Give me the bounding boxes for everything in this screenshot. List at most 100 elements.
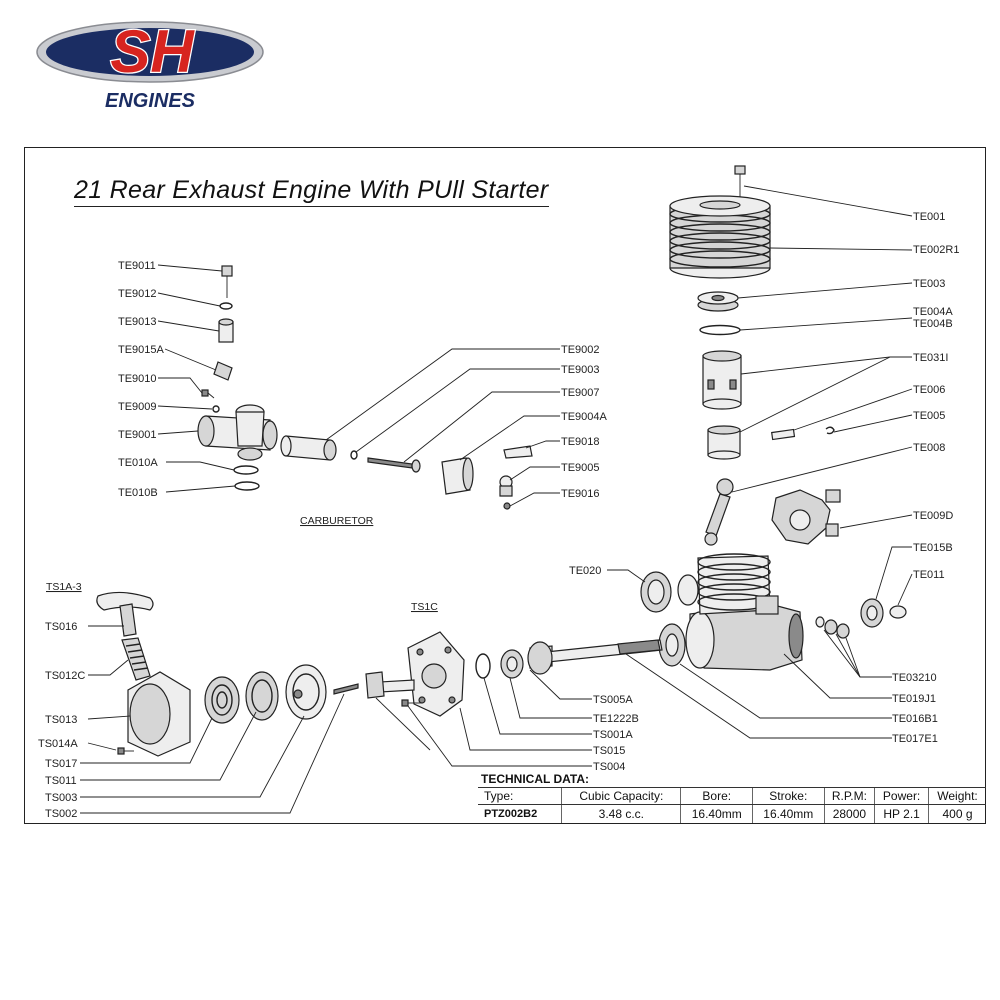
label-te9009: TE9009 bbox=[118, 401, 157, 413]
carburetor-section-label: CARBURETOR bbox=[300, 515, 374, 527]
label-ts002: TS002 bbox=[45, 808, 77, 820]
header-cubic-capacity: Cubic Capacity: bbox=[561, 787, 681, 805]
shaft-oring bbox=[475, 653, 491, 679]
label-te010b: TE010B bbox=[118, 487, 158, 499]
label-te9005: TE9005 bbox=[561, 462, 600, 474]
value-type: PTZ002B2 bbox=[484, 808, 538, 820]
value-cubic-capacity: 3.48 c.c. bbox=[561, 804, 681, 823]
label-ts001a: TS001A bbox=[593, 729, 633, 741]
label-ts005a: TS005A bbox=[593, 694, 633, 706]
label-te006: TE006 bbox=[913, 384, 945, 396]
starter-spring bbox=[121, 637, 151, 681]
starter-bolt bbox=[333, 683, 359, 695]
carb-oring-b bbox=[234, 481, 260, 491]
label-ts016: TS016 bbox=[45, 621, 77, 633]
starter-pulley bbox=[245, 671, 279, 721]
glow-head-bolt bbox=[734, 165, 746, 198]
rear-bearing bbox=[860, 598, 884, 628]
starter-shaft bbox=[365, 671, 415, 699]
header-bore: Bore: bbox=[680, 787, 753, 805]
housing-screw bbox=[117, 747, 134, 755]
value-weight: 400 g bbox=[928, 804, 986, 823]
label-te016b1: TE016B1 bbox=[892, 713, 938, 725]
shaft-collar bbox=[500, 649, 524, 679]
backplate-section-label: TS1C bbox=[411, 601, 438, 613]
drive-washer bbox=[889, 605, 907, 619]
pin-retainer bbox=[825, 426, 835, 435]
technical-data: TECHNICAL DATA: Type: Cubic Capacity: Bo… bbox=[478, 772, 986, 823]
part-labels: TE001 TE002R1 TE003 TE004A TE004B TE031I… bbox=[38, 211, 959, 820]
label-ts015: TS015 bbox=[593, 745, 625, 757]
starter-drum bbox=[285, 664, 327, 720]
label-ts013: TS013 bbox=[45, 714, 77, 726]
head-shim bbox=[699, 324, 741, 336]
label-te008: TE008 bbox=[913, 442, 945, 454]
label-te9016: TE9016 bbox=[561, 488, 600, 500]
label-ts003: TS003 bbox=[45, 792, 77, 804]
head-button bbox=[697, 291, 739, 312]
value-stroke: 16.40mm bbox=[752, 804, 825, 823]
starter-handle bbox=[96, 591, 154, 637]
header-weight: Weight: bbox=[928, 787, 986, 805]
wrist-pin bbox=[771, 428, 796, 441]
logo-sh-mark: SH bbox=[110, 18, 195, 85]
diagram-frame bbox=[24, 147, 986, 824]
starter-leader-lines bbox=[80, 625, 592, 814]
technical-data-title: TECHNICAL DATA: bbox=[481, 772, 589, 786]
diagram-title: 21 Rear Exhaust Engine With PUll Starter bbox=[74, 176, 549, 207]
technical-data-header-row: Type: Cubic Capacity: Bore: Stroke: R.P.… bbox=[478, 787, 986, 805]
value-power: HP 2.1 bbox=[874, 804, 929, 823]
label-te003: TE003 bbox=[913, 278, 945, 290]
label-te9015a: TE9015A bbox=[118, 344, 165, 356]
carb-oring-c bbox=[350, 450, 358, 460]
value-rpm: 28000 bbox=[823, 804, 875, 823]
connecting-rod bbox=[704, 478, 734, 546]
logo-navy-oval bbox=[46, 28, 254, 76]
backplate bbox=[407, 631, 465, 717]
label-te9004a: TE9004A bbox=[561, 411, 608, 423]
label-te005: TE005 bbox=[913, 410, 945, 422]
leader-lines bbox=[607, 185, 913, 739]
label-ts011: TS011 bbox=[45, 775, 77, 787]
value-bore: 16.40mm bbox=[680, 804, 753, 823]
label-te9012: TE9012 bbox=[118, 288, 157, 300]
label-te1222b: TE1222B bbox=[593, 713, 639, 725]
carb-ball-link bbox=[499, 475, 513, 497]
label-te017e1: TE017E1 bbox=[892, 733, 938, 745]
label-te001: TE001 bbox=[913, 211, 945, 223]
header-rpm: R.P.M: bbox=[823, 787, 875, 805]
piston bbox=[707, 425, 741, 460]
label-te9010: TE9010 bbox=[118, 373, 157, 385]
label-te9002: TE9002 bbox=[561, 344, 600, 356]
label-te009d: TE009D bbox=[913, 510, 953, 522]
front-bearing bbox=[658, 623, 686, 667]
header-type: Type: bbox=[478, 787, 562, 805]
label-te03210: TE03210 bbox=[892, 672, 937, 684]
label-te004a: TE004A bbox=[913, 306, 953, 318]
crankcase bbox=[677, 553, 804, 671]
carb-needle-holder bbox=[218, 318, 234, 343]
backplate-screw bbox=[401, 699, 422, 707]
label-ts017: TS017 bbox=[45, 758, 77, 770]
label-te031i: TE031I bbox=[913, 352, 948, 364]
crankshaft bbox=[527, 639, 663, 675]
label-te011: TE011 bbox=[913, 569, 945, 581]
carb-leader-lines bbox=[157, 264, 560, 507]
sh-engines-logo: SH ENGINES bbox=[36, 17, 264, 112]
label-te010a: TE010A bbox=[118, 457, 158, 469]
label-ts014a: TS014A bbox=[38, 738, 78, 750]
starter-section-label: TS1A-3 bbox=[46, 581, 82, 593]
cylinder-liner bbox=[702, 350, 742, 410]
technical-data-row: PTZ002B2 3.48 c.c. 16.40mm 16.40mm 28000… bbox=[478, 804, 986, 823]
carb-oring-a bbox=[233, 465, 259, 475]
label-te020: TE020 bbox=[569, 565, 601, 577]
header-stroke: Stroke: bbox=[752, 787, 825, 805]
label-te002r1: TE002R1 bbox=[913, 244, 959, 256]
rear-cover bbox=[771, 489, 841, 545]
carb-washer bbox=[212, 405, 220, 413]
header-power: Power: bbox=[874, 787, 929, 805]
logo-engines-text: ENGINES bbox=[105, 90, 196, 112]
label-te9001: TE9001 bbox=[118, 429, 157, 441]
carb-barrel bbox=[280, 435, 337, 461]
